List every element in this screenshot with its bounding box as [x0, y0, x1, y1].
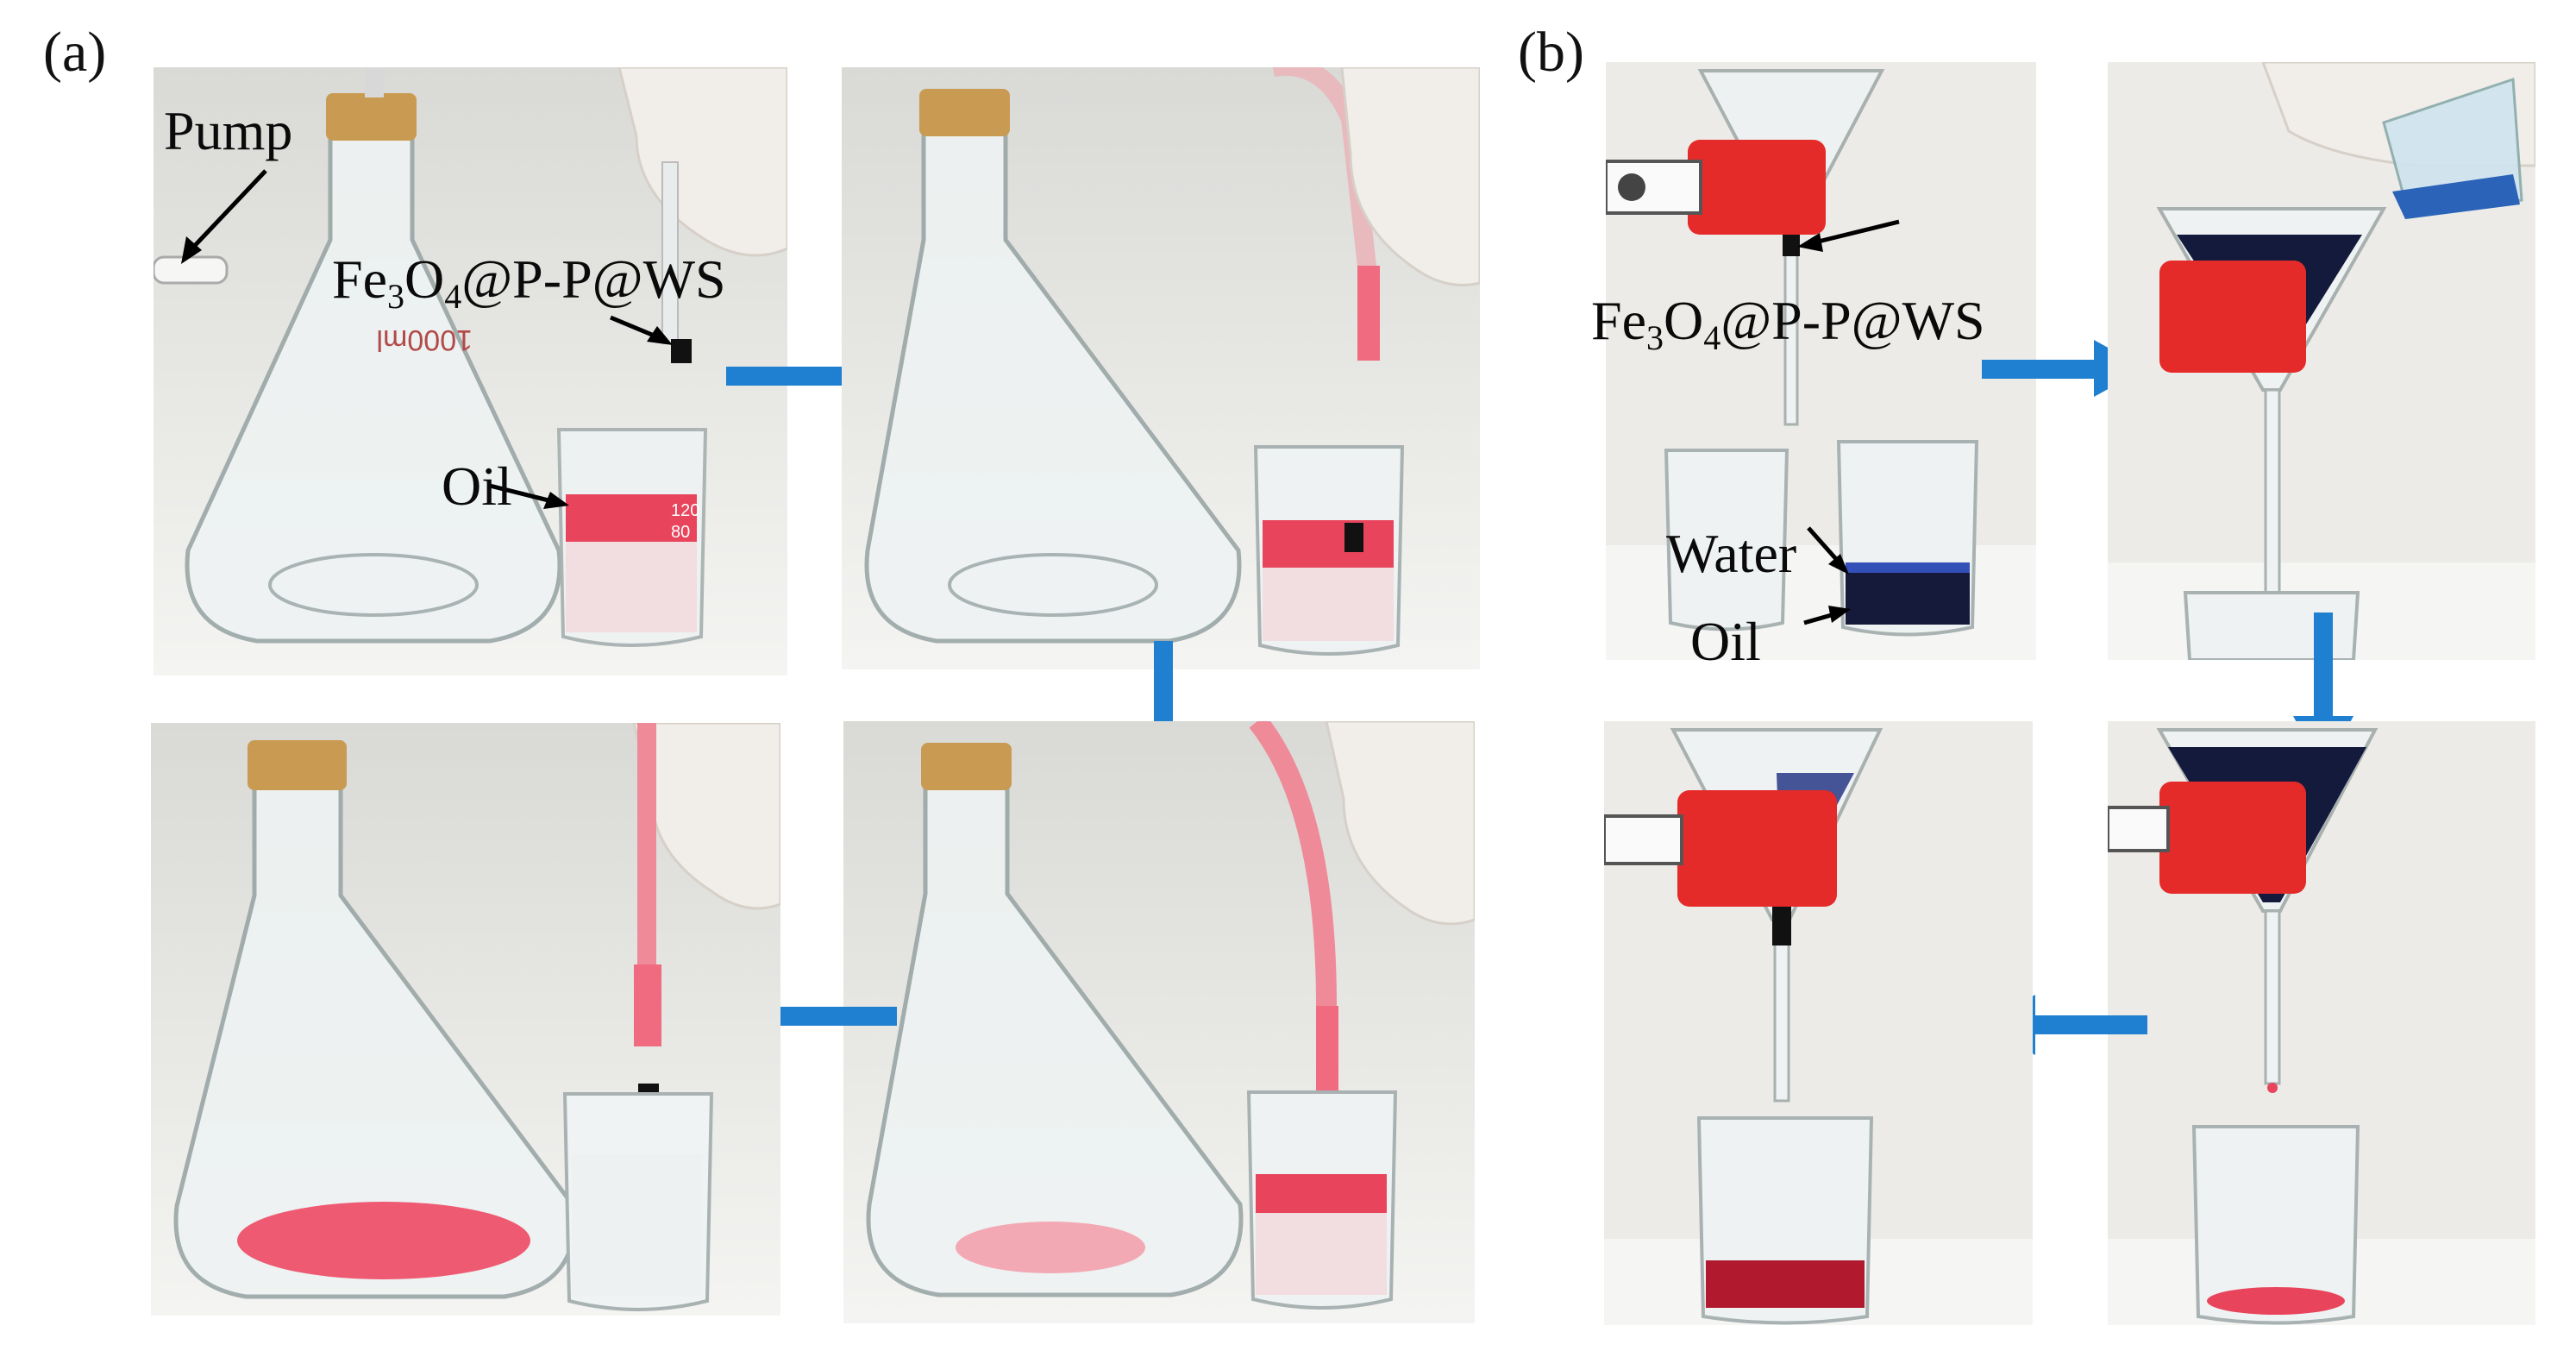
photo-b3-separating — [2108, 721, 2535, 1325]
photo-a4-illustration — [151, 723, 780, 1316]
label-material-a: Fe3O4@P-P@WS — [332, 248, 726, 316]
photo-a2-pumping-start — [842, 67, 1480, 669]
photo-b4-illustration — [1604, 721, 2033, 1325]
photo-a4-oil-collected — [151, 723, 780, 1316]
beaker-mark-120: 120 — [671, 501, 699, 520]
photo-b1-illustration — [1606, 62, 2036, 660]
photo-a3-illustration — [843, 721, 1475, 1323]
photo-b1-setup — [1606, 62, 2036, 660]
photo-b2-pouring — [2108, 62, 2535, 660]
photo-b2-illustration — [2108, 62, 2535, 660]
panel-label-a: (a) — [43, 21, 107, 84]
photo-b4-oil-collected — [1604, 721, 2033, 1325]
photo-b3-illustration — [2108, 721, 2535, 1325]
label-oil-b: Oil — [1690, 611, 1761, 672]
flask-volume-mark: 1000ml — [376, 324, 473, 356]
photo-a1-illustration: 1000ml 120 80 — [154, 67, 787, 675]
photo-a1-setup: 1000ml 120 80 — [154, 67, 787, 675]
label-oil-a: Oil — [442, 455, 512, 517]
photo-a3-pumping-mid — [843, 721, 1475, 1323]
label-water: Water — [1666, 523, 1797, 584]
beaker-mark-80: 80 — [671, 523, 690, 542]
label-material-b: Fe3O4@P-P@WS — [1591, 290, 1985, 357]
panel-label-b: (b) — [1518, 21, 1584, 84]
label-pump: Pump — [164, 100, 293, 161]
photo-a2-illustration — [842, 67, 1480, 669]
